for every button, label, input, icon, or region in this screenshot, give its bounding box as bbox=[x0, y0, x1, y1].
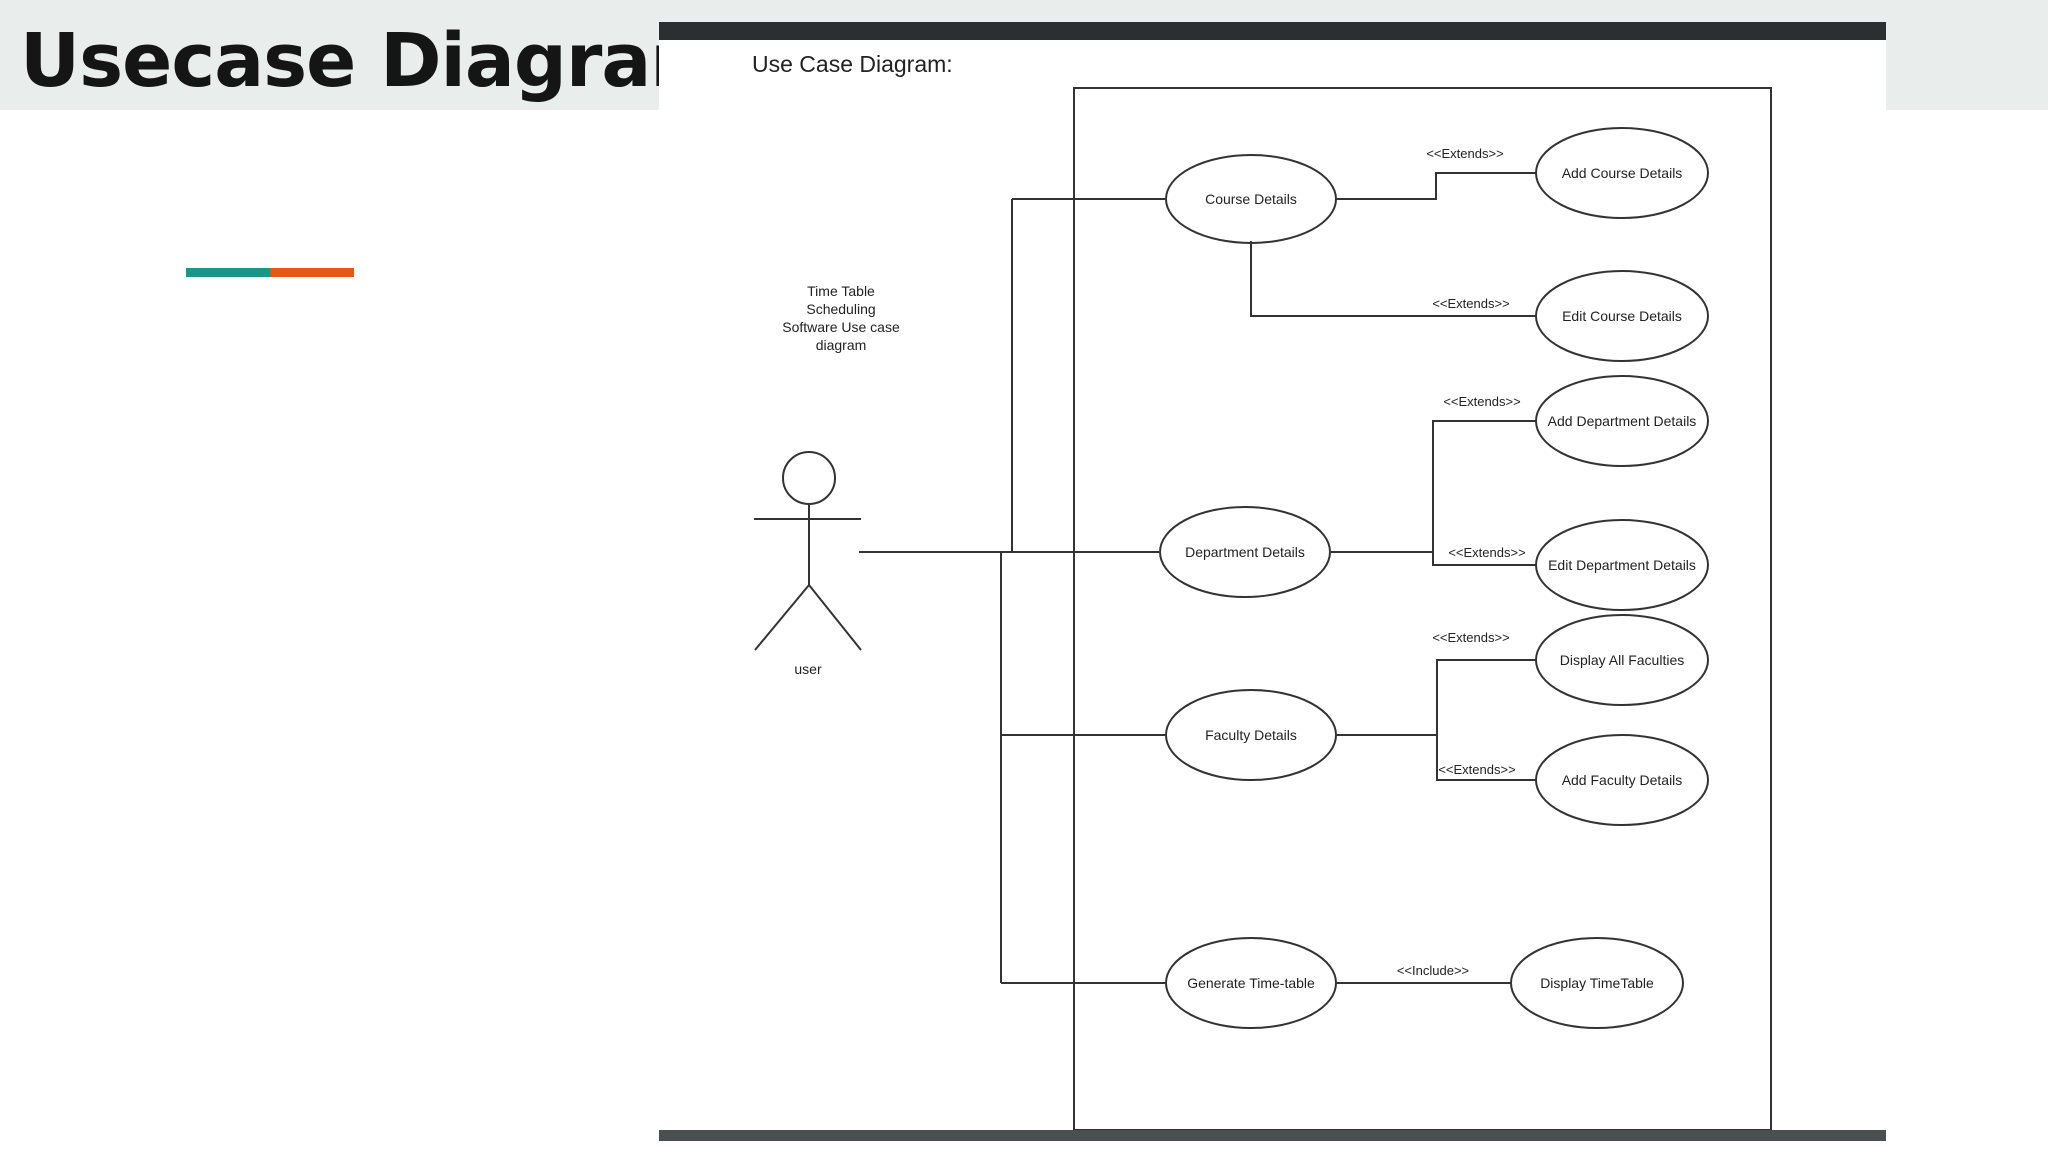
usecase-edit-department-details: Edit Department Details bbox=[1548, 557, 1696, 573]
extends-label: <<Extends>> bbox=[1448, 545, 1525, 560]
association-lines bbox=[859, 198, 1165, 984]
diagram-frame-top-bar bbox=[659, 22, 1886, 40]
usecase-diagram-svg: Use Case Diagram: Time Table Scheduling … bbox=[752, 51, 1772, 1130]
extends-label: <<Extends>> bbox=[1443, 394, 1520, 409]
usecase-department-details-shape bbox=[1159, 506, 1331, 598]
usecase-add-faculty-details: Add Faculty Details bbox=[1562, 772, 1683, 788]
accent-bar-orange bbox=[270, 268, 354, 277]
include-label: <<Include>> bbox=[1397, 963, 1469, 978]
usecase-faculty-details: Faculty Details bbox=[1205, 727, 1297, 743]
diagram-note-line: diagram bbox=[816, 337, 867, 353]
usecase-display-all-faculties-shape bbox=[1535, 614, 1709, 706]
usecase-add-department-details-shape bbox=[1535, 375, 1709, 467]
usecase-edit-course-details-shape bbox=[1535, 270, 1709, 362]
diagram-note-line: Time Table bbox=[807, 283, 875, 299]
usecase-department-details: Department Details bbox=[1185, 544, 1305, 560]
extends-label: <<Extends>> bbox=[1432, 296, 1509, 311]
diagram-heading: Use Case Diagram: bbox=[752, 51, 953, 77]
slide-title: Usecase Diagram bbox=[20, 18, 727, 104]
usecase-edit-course-details: Edit Course Details bbox=[1562, 308, 1682, 324]
usecase-diagram-image: Use Case Diagram: Time Table Scheduling … bbox=[659, 40, 1886, 1130]
relation-lines bbox=[1250, 172, 1536, 984]
usecase-display-timetable: Display TimeTable bbox=[1540, 975, 1654, 991]
usecase-course-details: Course Details bbox=[1205, 191, 1297, 207]
usecase-add-department-details: Add Department Details bbox=[1548, 413, 1697, 429]
system-boundary bbox=[1073, 87, 1772, 1130]
diagram-frame-bottom-bar bbox=[659, 1130, 1886, 1141]
usecase-edit-department-details-shape bbox=[1535, 519, 1709, 611]
diagram-note-line: Software Use case bbox=[782, 319, 900, 335]
actor-label: user bbox=[794, 661, 822, 677]
extends-label: <<Extends>> bbox=[1432, 630, 1509, 645]
usecase-display-all-faculties: Display All Faculties bbox=[1560, 652, 1685, 668]
usecase-generate-timetable: Generate Time-table bbox=[1187, 975, 1315, 991]
usecase-generate-timetable-shape bbox=[1165, 937, 1337, 1029]
usecase-add-faculty-details-shape bbox=[1535, 734, 1709, 826]
diagram-note-line: Scheduling bbox=[806, 301, 875, 317]
usecase-faculty-details-shape bbox=[1165, 689, 1337, 781]
usecase-add-course-details-shape bbox=[1535, 127, 1709, 219]
extends-label: <<Extends>> bbox=[1438, 762, 1515, 777]
actor-figure bbox=[754, 451, 862, 651]
usecase-course-details-shape bbox=[1165, 154, 1337, 244]
extends-label: <<Extends>> bbox=[1426, 146, 1503, 161]
accent-bar-teal bbox=[186, 268, 270, 277]
usecase-display-timetable-shape bbox=[1510, 937, 1684, 1029]
usecase-add-course-details: Add Course Details bbox=[1562, 165, 1683, 181]
